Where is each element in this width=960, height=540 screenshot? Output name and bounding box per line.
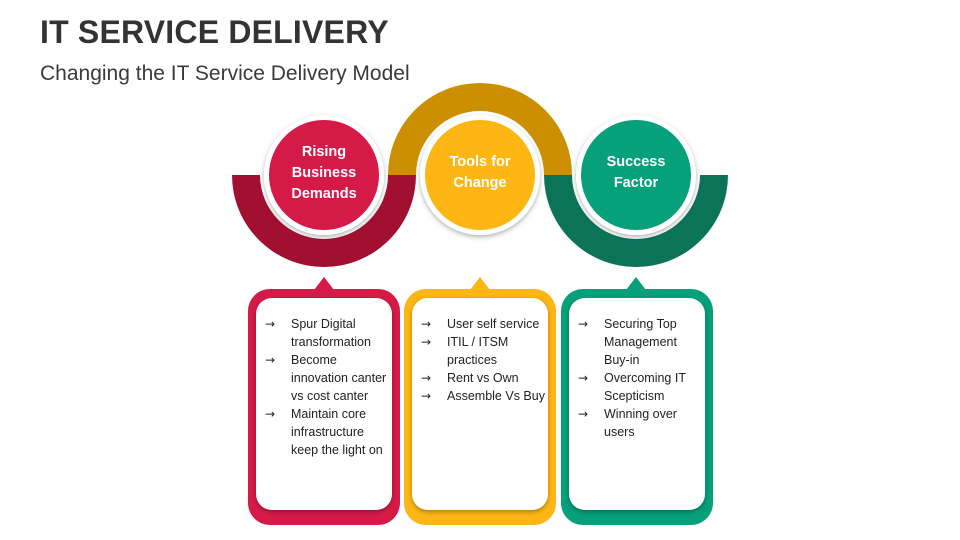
stage-3-circle-fill [581,120,691,230]
right-arrow-icon: → [421,317,432,331]
right-arrow-icon: → [265,353,276,367]
list-item: →Winning over users [578,407,677,439]
stage-3-label: Success Factor [606,154,666,191]
list-item: →Overcoming IT Scepticism [578,371,686,403]
list-item: →ITIL / ITSM practices [421,335,509,367]
right-arrow-icon: → [578,371,589,385]
stage-1-list: →Spur Digital transformation →Become inn… [261,315,387,459]
stage-2-upper-arc [388,83,572,175]
right-arrow-icon: → [421,389,432,403]
stage-1-card [256,298,392,510]
stage-2-pointer [470,277,490,290]
stage-1-label: Rising Business Demands [291,143,357,202]
stage-1-lower-arc [232,175,416,267]
right-arrow-icon: → [421,335,432,349]
right-arrow-icon: → [265,317,276,331]
list-item: →Securing Top Management Buy-in [578,317,677,367]
list-item: →Become innovation canter vs cost canter [265,353,387,403]
right-arrow-icon: → [421,371,432,385]
stage-3-pointer [626,277,646,290]
stage-1-circle-fill [269,120,379,230]
stage-3-card [569,298,705,510]
stage-2-list: →User self service →ITIL / ITSM practice… [417,315,547,405]
stage-3-lower-arc [544,175,728,267]
list-item: →Rent vs Own [421,371,519,385]
stage-2-circle-fill [425,120,535,230]
page-subtitle: Changing the IT Service Delivery Model [40,62,410,85]
stage-2-card [412,298,548,510]
list-item: →Spur Digital transformation [265,317,371,349]
list-item: →Maintain core infrastructure keep the l… [265,407,383,457]
right-arrow-icon: → [578,317,589,331]
list-item: →Assemble Vs Buy [421,389,545,403]
stage-2-label: Tools for Change [449,154,511,191]
stage-1-pointer [314,277,334,290]
page-title: IT SERVICE DELIVERY [40,14,389,50]
stage-3-list: →Securing Top Management Buy-in →Overcom… [574,315,700,441]
list-item: →User self service [421,317,540,331]
right-arrow-icon: → [578,407,589,421]
right-arrow-icon: → [265,407,276,421]
